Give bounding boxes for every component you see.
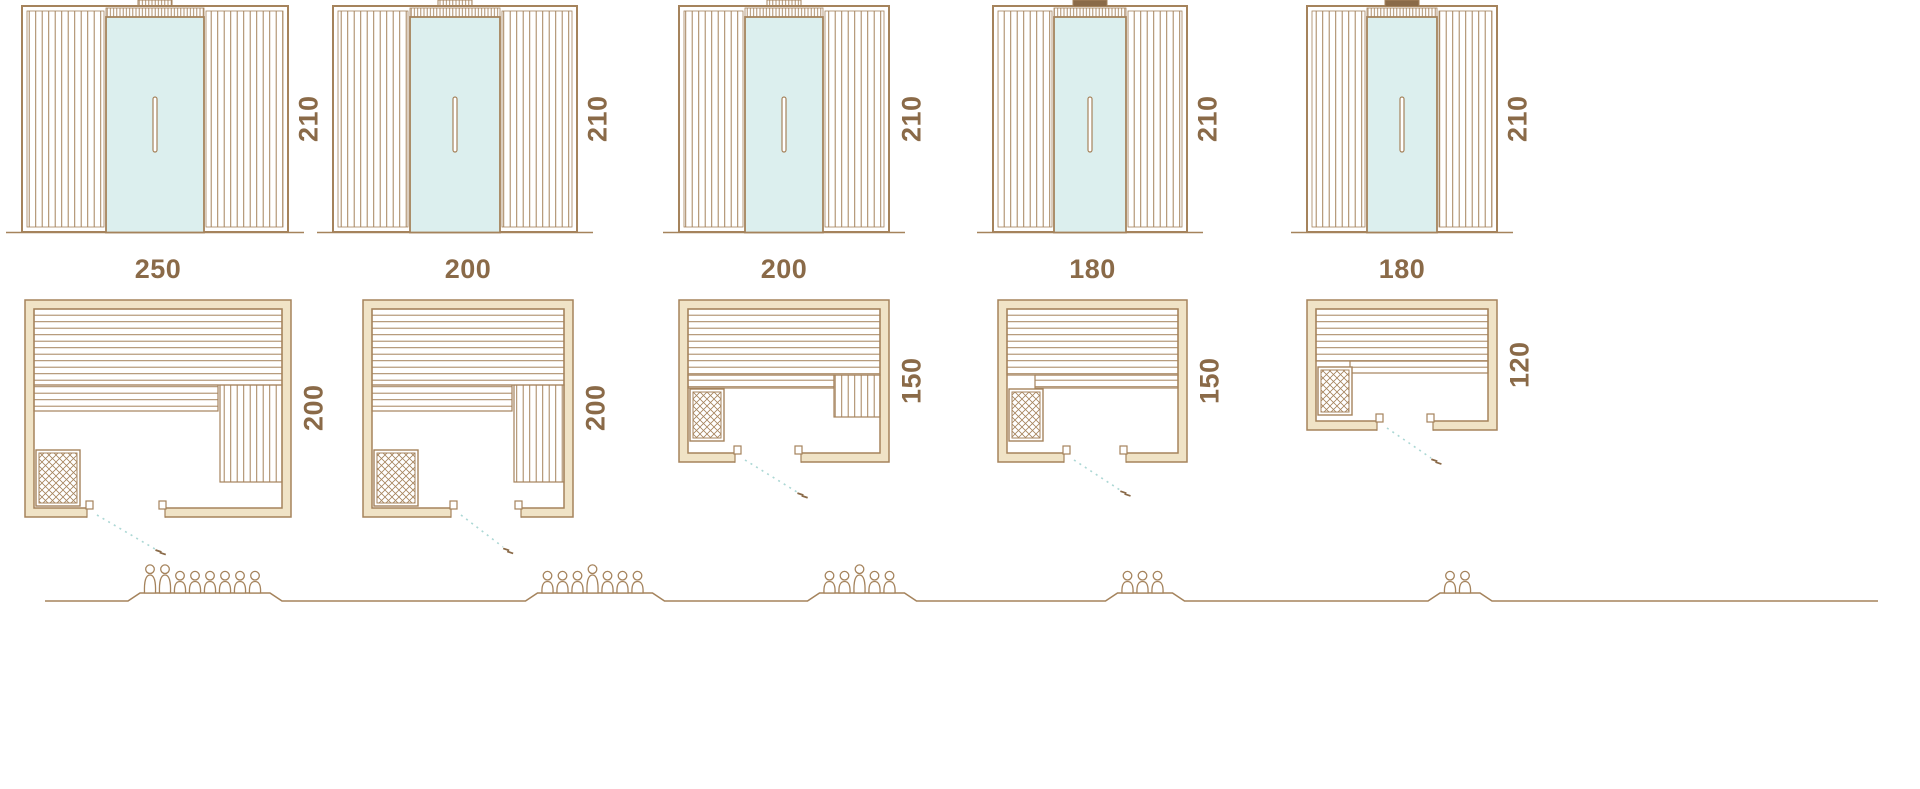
sauna-4-plan-width-label: 180 [1069,254,1116,284]
sauna-4-elevation-height-label: 210 [1192,95,1223,143]
sauna-1-elevation-height-label: 210 [293,95,324,143]
sauna-5-elevation-height-label: 210 [1502,95,1533,143]
sauna-5-plan-depth-label: 120 [1504,341,1535,389]
sauna-3-elevation-height-label: 210 [896,95,927,143]
sauna-1-plan-depth-label: 200 [298,384,329,432]
sauna-2-plan-width-label: 200 [444,254,492,284]
sauna-2-elevation-height-label: 210 [582,95,613,143]
sauna-5-plan-width-label: 180 [1378,254,1426,284]
sauna-3-plan-depth-label: 150 [896,357,927,405]
sauna-4-plan-depth-label: 150 [1194,357,1225,405]
sauna-2-plan-depth-label: 200 [580,384,611,432]
sauna-1-plan-width-label: 250 [134,254,182,284]
sauna-3-plan-width-label: 200 [760,254,808,284]
